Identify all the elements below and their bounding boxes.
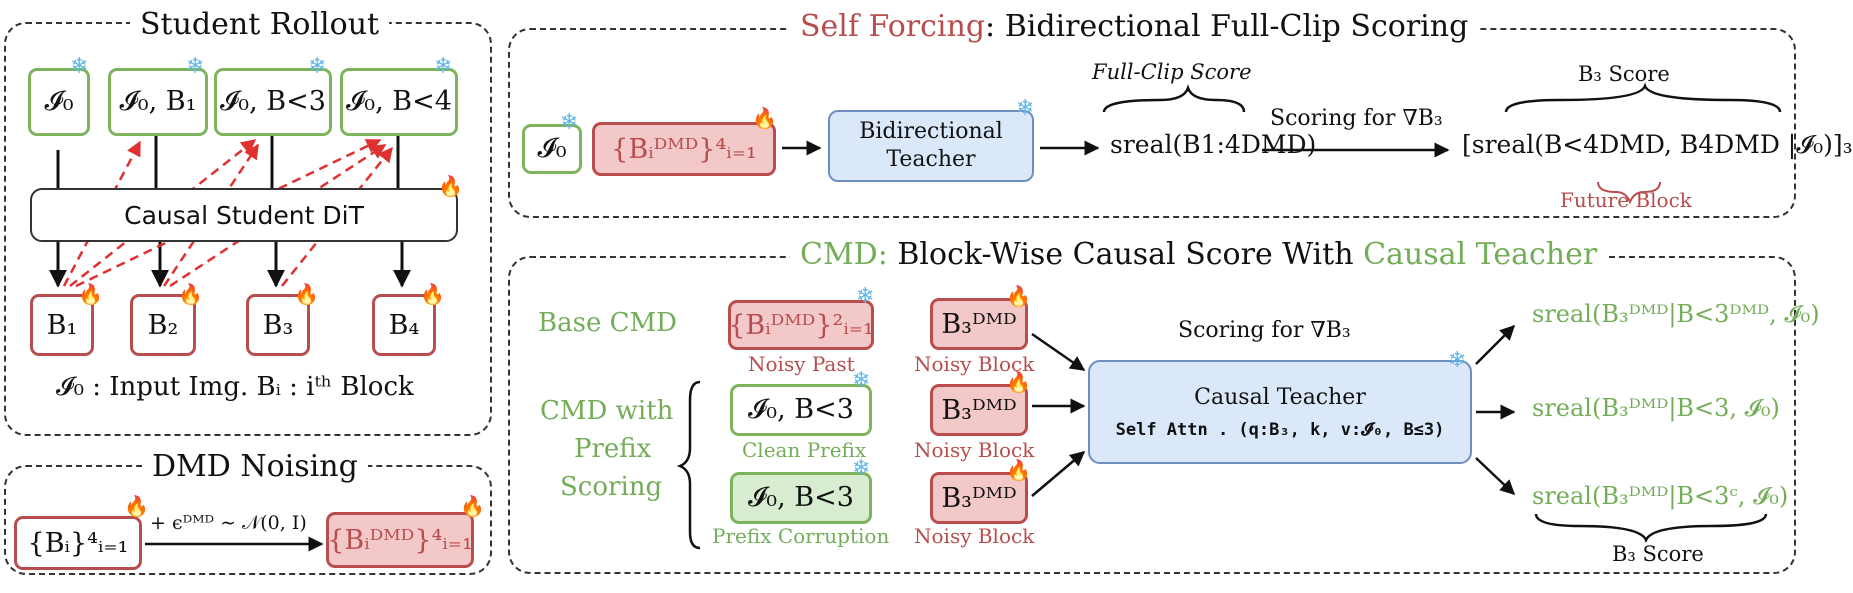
snowflake-icon: ❄	[70, 54, 89, 79]
noisy-block-label-3: B₃ᴰᴹᴰ	[941, 482, 1017, 514]
context-box-2: 𝓘₀, B₁	[108, 68, 208, 136]
clean-prefix-caption: Clean Prefix	[742, 438, 867, 462]
flame-icon: 🔥	[178, 282, 203, 306]
noisy-block-label-2: B₃ᴰᴹᴰ	[941, 394, 1017, 426]
snowflake-icon: ❄	[434, 54, 453, 79]
cmd-title-middle: Block-Wise Causal Score With	[887, 237, 1364, 272]
context-label-3: 𝓘₀, B<3	[220, 86, 326, 117]
prefix-label-2: Prefix	[574, 434, 652, 464]
sf-input-box: 𝓘₀	[522, 124, 582, 174]
clean-prefix-label: 𝓘₀, B<3	[748, 394, 854, 425]
causal-teacher: Causal Teacher Self Attn . (q:B₃, k, v:𝓘…	[1088, 360, 1472, 464]
block-label-3: B₃	[262, 309, 294, 341]
noise-label: + ϵᴰᴹᴰ ∼ 𝒩(0, I)	[150, 512, 307, 534]
self-forcing-title-rest: : Bidirectional Full-Clip Scoring	[985, 9, 1469, 44]
noisy-past-label: {Bᵢᴰᴹᴰ}²ᵢ₌₁	[728, 309, 874, 341]
sf-blocks-label: {Bᵢᴰᴹᴰ}⁴ᵢ₌₁	[611, 133, 757, 165]
cmd-b3-label: B₃ Score	[1612, 542, 1704, 566]
block-box-1: B₁	[30, 294, 94, 356]
cmd-title-teacher: Causal Teacher	[1363, 237, 1598, 272]
flame-icon: 🔥	[1006, 284, 1031, 308]
causal-teacher-label: Causal Teacher	[1194, 384, 1366, 410]
snowflake-icon: ❄	[852, 368, 871, 393]
cmd-title: CMD: Block-Wise Causal Score With Causal…	[790, 237, 1608, 272]
prefix-corruption-label: 𝓘₀, B<3	[748, 482, 854, 513]
context-box-4: 𝓘₀, B<4	[340, 68, 458, 136]
sf-b3-label: B₃ Score	[1578, 62, 1670, 86]
base-cmd-label: Base CMD	[538, 308, 677, 338]
cmd-scoring-label: Scoring for ∇B₃	[1178, 318, 1351, 343]
flame-icon: 🔥	[438, 174, 463, 198]
self-forcing-title-highlight: Self Forcing	[800, 9, 986, 44]
context-label-2: 𝓘₀, B₁	[119, 86, 197, 117]
flame-icon: 🔥	[1006, 458, 1031, 482]
noisy-past-caption: Noisy Past	[748, 352, 855, 376]
dmd-noising-title: DMD Noising	[142, 450, 368, 484]
score-clean-prefix: sreal(B₃ᴰᴹᴰ|B<3, 𝓘₀)	[1532, 394, 1780, 422]
student-rollout-title: Student Rollout	[130, 8, 390, 42]
prefix-corruption-box: 𝓘₀, B<3	[730, 472, 872, 524]
bidirectional-teacher-label: Bidirectional Teacher	[859, 119, 1003, 172]
block-label-4: B₄	[388, 309, 420, 341]
noised-blocks-label: {Bᵢᴰᴹᴰ}⁴ᵢ₌₁	[327, 524, 473, 556]
snowflake-icon: ❄	[852, 456, 871, 481]
block-box-4: B₄	[372, 294, 436, 356]
student-legend: 𝓘₀ : Input Img. Bᵢ : iᵗʰ Block	[56, 372, 414, 402]
bidirectional-teacher: Bidirectional Teacher	[828, 110, 1034, 182]
sf-scoring-label: Scoring for ∇B₃	[1270, 106, 1443, 131]
cmd-title-highlight: CMD:	[800, 237, 888, 272]
flame-icon: 🔥	[294, 282, 319, 306]
flame-icon: 🔥	[752, 106, 777, 130]
noisy-block-caption-3: Noisy Block	[914, 524, 1035, 548]
prefix-corruption-caption: Prefix Corruption	[712, 524, 890, 548]
flame-icon: 🔥	[420, 282, 445, 306]
dit-label: Causal Student DiT	[124, 200, 364, 230]
snowflake-icon: ❄	[308, 54, 327, 79]
context-label-4: 𝓘₀, B<4	[346, 86, 452, 117]
flame-icon: 🔥	[1006, 370, 1031, 394]
noisy-block-caption-2: Noisy Block	[914, 438, 1035, 462]
block-box-2: B₂	[130, 294, 196, 356]
snowflake-icon: ❄	[856, 284, 875, 309]
clean-blocks-label: {Bᵢ}⁴ᵢ₌₁	[27, 527, 129, 559]
causal-student-dit: Causal Student DiT	[30, 188, 458, 242]
noisy-past-box: {Bᵢᴰᴹᴰ}²ᵢ₌₁	[728, 300, 874, 350]
snowflake-icon: ❄	[1016, 96, 1035, 121]
flame-icon: 🔥	[460, 494, 485, 518]
noisy-block-caption-1: Noisy Block	[914, 352, 1035, 376]
sf-blocks-box: {Bᵢᴰᴹᴰ}⁴ᵢ₌₁	[592, 122, 776, 176]
flame-icon: 🔥	[124, 494, 149, 518]
noisy-block-box-3: B₃ᴰᴹᴰ	[930, 472, 1028, 524]
context-box-3: 𝓘₀, B<3	[214, 68, 332, 136]
block-box-3: B₃	[246, 294, 310, 356]
score-prefix-corruption: sreal(B₃ᴰᴹᴰ|B<3ᶜ, 𝓘₀)	[1532, 482, 1789, 510]
snowflake-icon: ❄	[1448, 348, 1467, 373]
prefix-label-3: Scoring	[560, 472, 663, 502]
sf-input-label: 𝓘₀	[537, 133, 567, 164]
block-label-1: B₁	[46, 309, 78, 341]
noisy-block-box-2: B₃ᴰᴹᴰ	[930, 384, 1028, 436]
full-clip-label: Full-Clip Score	[1092, 60, 1252, 84]
context-box-1: 𝓘₀	[28, 68, 90, 136]
flame-icon: 🔥	[78, 282, 103, 306]
sf-b3-score: [sreal(B<4DMD, B4DMD |𝓘₀)]₃	[1462, 130, 1853, 159]
future-block-label: Future Block	[1560, 188, 1692, 212]
noisy-block-box-1: B₃ᴰᴹᴰ	[930, 298, 1028, 350]
full-clip-score: sreal(B1:4DMD)	[1110, 130, 1317, 159]
noisy-block-label-1: B₃ᴰᴹᴰ	[941, 308, 1017, 340]
snowflake-icon: ❄	[560, 110, 579, 135]
context-label-1: 𝓘₀	[44, 86, 74, 117]
snowflake-icon: ❄	[186, 54, 205, 79]
score-base: sreal(B₃ᴰᴹᴰ|B<3ᴰᴹᴰ, 𝓘₀)	[1532, 300, 1820, 328]
block-label-2: B₂	[147, 309, 179, 341]
prefix-label-1: CMD with	[540, 396, 674, 426]
clean-prefix-box: 𝓘₀, B<3	[730, 384, 872, 436]
self-forcing-title: Self Forcing: Bidirectional Full-Clip Sc…	[790, 9, 1479, 44]
noised-blocks-box: {Bᵢᴰᴹᴰ}⁴ᵢ₌₁	[326, 512, 474, 568]
self-attn-label: Self Attn . (q:B₃, k, v:𝓘₀, B≤3)	[1115, 419, 1445, 440]
clean-blocks-box: {Bᵢ}⁴ᵢ₌₁	[14, 516, 142, 570]
